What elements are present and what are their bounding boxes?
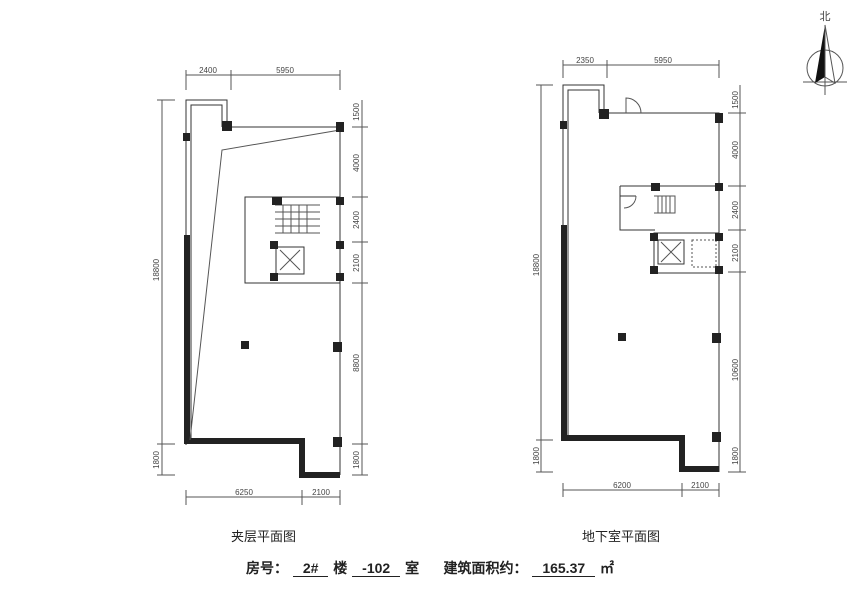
outer-wall xyxy=(185,99,341,475)
stair-treads xyxy=(654,195,676,214)
dim-right: 4000 xyxy=(731,141,740,159)
dim-top: 5950 xyxy=(654,56,672,65)
elevator-cross xyxy=(279,249,301,271)
dim-top: 5950 xyxy=(276,66,294,75)
dim-right: 2100 xyxy=(731,244,740,262)
door-swing xyxy=(625,97,642,114)
building-number: 2# xyxy=(292,560,329,577)
dim-right: 8800 xyxy=(352,354,361,372)
inner-wall-line xyxy=(190,104,223,440)
dim-right: 1500 xyxy=(352,103,361,121)
dim-left: 1800 xyxy=(532,447,541,465)
stair-wall xyxy=(619,185,719,231)
dim-right: 1800 xyxy=(731,447,740,465)
inner-wall-line xyxy=(567,89,600,440)
mezzanine-edge-line xyxy=(189,129,341,441)
dim-bottom: 6250 xyxy=(235,488,253,497)
dim-right: 2100 xyxy=(352,254,361,272)
dim-top: 2400 xyxy=(199,66,217,75)
dim-left: 18800 xyxy=(532,253,541,276)
room-suffix: 室 xyxy=(405,561,420,577)
area-value: 165.37 xyxy=(532,560,596,577)
stair-core xyxy=(244,196,341,284)
area-unit: ㎡ xyxy=(600,561,615,577)
dimension-lines xyxy=(536,60,746,497)
basement-plan: 2350 5950 18800 1800 1500 4000 2400 2100… xyxy=(532,56,746,497)
dim-right: 1500 xyxy=(731,91,740,109)
shaft xyxy=(691,239,717,268)
dimension-lines xyxy=(157,70,368,505)
dim-bottom: 2100 xyxy=(691,481,709,490)
columns xyxy=(183,121,344,447)
north-label: 北 xyxy=(820,10,831,23)
thick-exterior-wall xyxy=(561,225,719,472)
dim-right: 2400 xyxy=(352,211,361,229)
dim-left: 1800 xyxy=(152,451,161,469)
dim-right: 4000 xyxy=(352,154,361,172)
outer-wall xyxy=(562,84,720,472)
room-label: 房号： xyxy=(245,561,288,577)
room-number: -102 xyxy=(352,560,401,577)
dim-left: 18800 xyxy=(152,258,161,281)
columns xyxy=(560,109,723,442)
dim-bottom: 6200 xyxy=(613,481,631,490)
area-label: 建筑面积约： xyxy=(443,561,528,577)
door-swing xyxy=(623,195,637,209)
mezzanine-plan: 2400 5950 18800 1800 1500 4000 2400 2100… xyxy=(152,66,368,505)
dim-top: 2350 xyxy=(576,56,594,65)
unit-info: 房号： 2# 楼 -102 室 建筑面积约： 165.37 ㎡ xyxy=(0,558,860,578)
dim-right: 1800 xyxy=(352,451,361,469)
building-suffix: 楼 xyxy=(333,561,348,577)
north-arrow-icon: 北 xyxy=(803,10,847,95)
mezzanine-plan-title: 夹层平面图 xyxy=(231,530,297,545)
dim-bottom: 2100 xyxy=(312,488,330,497)
dim-right: 2400 xyxy=(731,201,740,219)
stair-core xyxy=(653,232,720,274)
elevator xyxy=(275,246,305,275)
basement-plan-title: 地下室平面图 xyxy=(582,530,661,545)
elevator xyxy=(657,239,685,265)
dim-right: 10600 xyxy=(731,358,740,381)
thick-exterior-wall xyxy=(184,235,340,478)
elevator-cross xyxy=(660,241,682,263)
stair-treads xyxy=(275,204,320,234)
